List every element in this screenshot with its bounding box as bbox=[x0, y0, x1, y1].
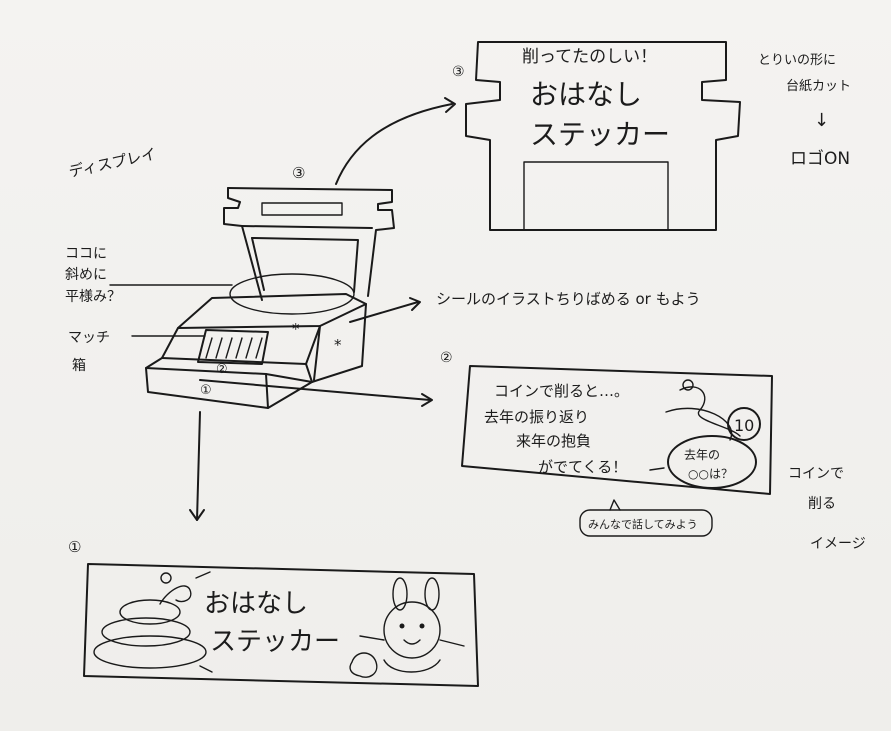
device-star-1: * bbox=[292, 320, 300, 338]
panel-3-torii-sticker bbox=[465, 41, 741, 231]
panel-3-marker: ③ bbox=[452, 64, 465, 80]
speech-bubble-text: みんなで話してみよう bbox=[588, 517, 698, 531]
panel-3-title-line-1: おはなし bbox=[530, 78, 642, 111]
panel-2-line-1: コインで削ると…。 bbox=[494, 382, 629, 400]
arrow-to-panel-1 bbox=[196, 411, 201, 521]
sticker-side-note: シールのイラストちりばめる or もよう bbox=[436, 290, 701, 308]
coin-badge: 10 bbox=[734, 416, 754, 435]
oval-text-line-1: 去年の bbox=[684, 448, 720, 462]
panel-2-scratch-card bbox=[461, 365, 773, 495]
panel-1-title-line-2: ステッカー bbox=[210, 627, 340, 657]
arrow-to-panel-3 bbox=[335, 103, 453, 185]
panel-3-header: 削ってたのしい！ bbox=[522, 47, 657, 67]
snake-doodle bbox=[93, 571, 213, 673]
oval-text-line-2: ○○は？ bbox=[688, 467, 733, 481]
matchbox-label-line-1: マッチ bbox=[68, 330, 110, 346]
torii-note-line-4: ロゴON bbox=[790, 148, 850, 169]
device-sketch bbox=[145, 187, 395, 409]
scratch-oval bbox=[667, 435, 757, 489]
left-note-line-3: 平様み？ bbox=[65, 289, 121, 305]
left-note-line-1: ココに bbox=[65, 246, 107, 262]
torii-note-line-2: 台紙カット bbox=[786, 79, 851, 94]
display-label: ディスプレイ bbox=[67, 145, 158, 181]
coin-note-line-2: 削る bbox=[808, 496, 836, 512]
torii-note-line-1: とりいの形に bbox=[758, 53, 836, 68]
device-marker-3: ③ bbox=[292, 164, 305, 182]
panel-2-line-3: 来年の抱負 bbox=[516, 432, 591, 450]
speech-bubble bbox=[579, 509, 713, 537]
device-mark-2: ② bbox=[216, 362, 228, 377]
flower-doodle bbox=[349, 652, 378, 678]
coin-icon bbox=[727, 407, 761, 441]
arrow-to-panel-2 bbox=[199, 379, 431, 401]
rabbit-doodle bbox=[359, 577, 465, 673]
panel-3-title-line-2: ステッカー bbox=[530, 118, 670, 151]
coin-note-line-3: イメージ bbox=[810, 536, 866, 552]
matchbox-label-line-2: 箱 bbox=[72, 358, 86, 374]
panel-2-line-4: がでてくる！ bbox=[538, 458, 627, 476]
left-note-line-2: 斜めに bbox=[65, 267, 107, 283]
panel-2-line-2: 去年の振り返り bbox=[484, 408, 589, 426]
arrow-to-side-note bbox=[349, 301, 419, 323]
panel-1-marker: ① bbox=[68, 538, 81, 556]
panel-2-marker: ② bbox=[440, 350, 453, 366]
device-mark-1: ① bbox=[200, 383, 212, 398]
torii-note-arrow: ↓ bbox=[814, 110, 829, 131]
panel-1-title-line-1: おはなし bbox=[204, 589, 308, 619]
coin-note-line-1: コインで bbox=[788, 466, 844, 482]
panel-1-sticker bbox=[83, 563, 479, 687]
device-star-2: * bbox=[334, 336, 342, 354]
